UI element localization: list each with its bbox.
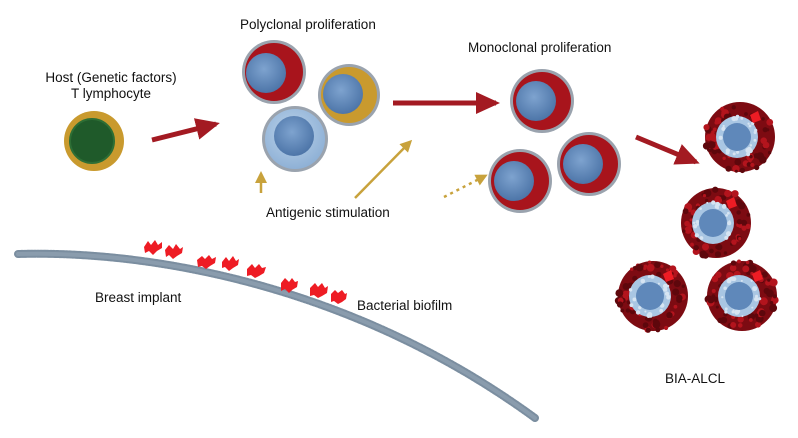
biofilm-spot: [310, 283, 328, 298]
breast-implant-label: Breast implant: [95, 290, 182, 305]
bacterial-biofilm-clusters: [144, 240, 347, 304]
bia-alcl-tumor-cell: [704, 259, 779, 331]
bia-alcl-tumor-cell: [681, 186, 751, 259]
biofilm-spot: [331, 290, 347, 304]
biofilm-spot: [197, 255, 216, 269]
arrow-host-to-polyclonal: [151, 118, 220, 143]
monoclonal-cell: [557, 132, 621, 196]
antigenic-arrow-long: [354, 139, 413, 199]
monoclonal-cell: [510, 69, 574, 133]
polyclonal-cell-pale-blue: [262, 106, 328, 172]
biofilm-spot: [222, 256, 239, 271]
biofilm-spot: [165, 244, 183, 259]
polyclonal-cell-gold: [318, 64, 380, 126]
antigenic-stimulation-label: Antigenic stimulation: [266, 205, 390, 220]
monoclonal-label: Monoclonal proliferation: [468, 40, 612, 55]
host-label-line2: T lymphocyte: [70, 86, 152, 101]
host-label-line1: Host (Genetic factors): [45, 70, 177, 85]
bia-alcl-tumor-cell: [702, 102, 775, 174]
breast-implant-band-core: [16, 251, 537, 420]
arrow-monoclonal-to-bia-alcl: [635, 134, 700, 165]
biofilm-spot: [247, 264, 266, 278]
antigenic-arrow-dotted: [443, 174, 488, 199]
breast-implant-band: [14, 249, 539, 422]
bia-alcl-tumor-cell: [614, 260, 688, 333]
biofilm-spot: [144, 240, 162, 255]
host-t-lymphocyte: [64, 111, 124, 171]
host-label: Host (Genetic factors) T lymphocyte: [36, 70, 186, 102]
polyclonal-cell-red: [242, 40, 306, 104]
bia-alcl-cell-group: [614, 102, 779, 333]
bia-alcl-label: BIA-ALCL: [665, 371, 726, 386]
bacterial-biofilm-label: Bacterial biofilm: [357, 298, 453, 313]
polyclonal-label: Polyclonal proliferation: [240, 17, 376, 32]
monoclonal-cell: [488, 149, 552, 213]
biofilm-spot: [281, 278, 298, 293]
